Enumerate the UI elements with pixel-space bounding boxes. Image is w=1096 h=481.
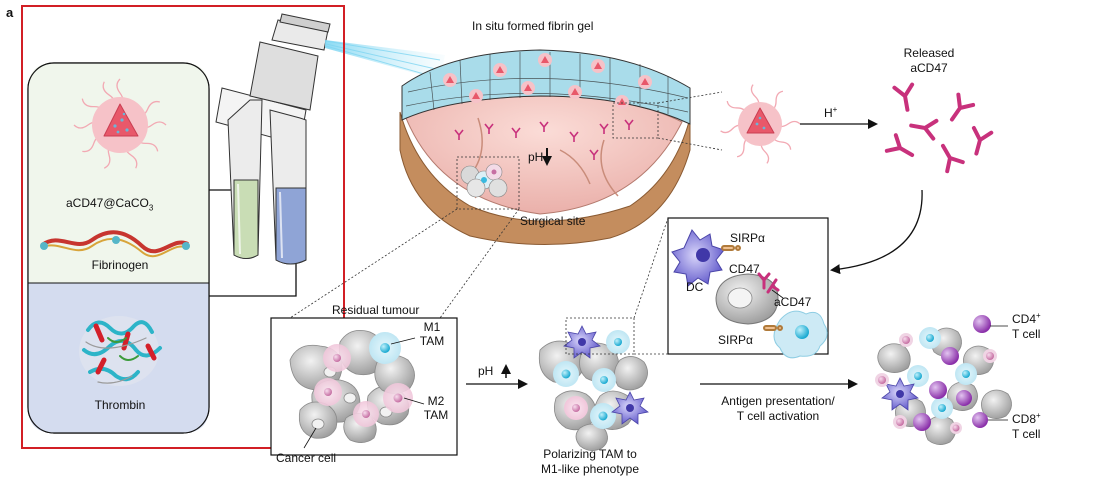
zoomed-particle	[720, 84, 801, 164]
dual-syringe	[215, 13, 331, 265]
cd8-tcell-label: T cell	[1012, 427, 1041, 441]
thrombin-molecule	[79, 316, 162, 386]
m2-label-2: TAM	[423, 408, 449, 422]
acd47-bound	[757, 272, 780, 294]
particle-label: aCD47@CaCO3	[66, 196, 154, 213]
cd8-label: CD8+	[1012, 411, 1041, 427]
residual-tumour-title: Residual tumour	[332, 303, 420, 317]
macrophage-interaction	[773, 310, 828, 359]
released-title-1: Released	[903, 46, 955, 60]
gel-particles	[443, 53, 652, 109]
dc-in-cluster	[881, 377, 919, 411]
released-title-2: aCD47	[910, 61, 948, 75]
dendritic-cell	[671, 229, 725, 287]
thrombin-label: Thrombin	[94, 398, 146, 412]
cancer-cell-interaction	[715, 273, 779, 325]
sirpa-receptor-bottom	[763, 325, 783, 331]
polarized-m1-cells	[553, 330, 630, 429]
t-cell-cluster	[875, 315, 1012, 445]
m2-label-1: M2	[427, 394, 445, 408]
m1-label-1: M1	[423, 320, 441, 334]
sirpa-top-label: SIRPα	[730, 231, 765, 245]
cancer-cell-label: Cancer cell	[276, 451, 337, 465]
polarized-dcs	[563, 325, 649, 425]
antigen-line-2: T cell activation	[736, 409, 820, 423]
acd47-label: aCD47	[774, 295, 812, 309]
released-antibodies-site	[454, 119, 634, 160]
polarize-zoom-box	[565, 317, 635, 355]
released-acd47-antibodies	[884, 82, 994, 174]
highlight-box	[21, 5, 345, 449]
ph-arrow-label: pH	[478, 364, 494, 378]
spray-beam	[325, 40, 445, 80]
m2-tam-cells	[314, 344, 413, 427]
panel-letter: a	[6, 5, 14, 20]
release-to-interaction-arrow	[830, 189, 923, 275]
cd4-t-cells	[875, 315, 997, 434]
cd4-label: CD4+	[1012, 311, 1041, 327]
fibrinogen-molecule	[40, 230, 190, 258]
fibrinogen-label: Fibrinogen	[91, 258, 149, 272]
m1-label-2: TAM	[419, 334, 445, 348]
proton-label: H+	[824, 105, 838, 121]
cd4-tcell-label: T cell	[1012, 327, 1041, 341]
antigen-line-1: Antigen presentation/	[721, 394, 835, 408]
fibrinogen-compartment	[28, 63, 209, 283]
sirpa-receptor-top	[721, 245, 741, 251]
polarize-line-1: Polarizing TAM to	[543, 447, 637, 461]
cd47-label: CD47	[729, 262, 760, 276]
polarize-line-2: M1-like phenotype	[540, 462, 640, 476]
m1-tam	[369, 332, 401, 364]
sirpa-bottom-label: SIRPα	[718, 333, 753, 347]
dc-label: DC	[686, 280, 704, 294]
acd47-caco3-particle	[73, 78, 167, 169]
site-zoom-box	[456, 156, 520, 210]
surgical-site-label: Surgical site	[520, 214, 586, 228]
site-ph-label: pH	[528, 150, 544, 164]
tumour-cluster-site	[460, 163, 508, 198]
gel-title: In situ formed fibrin gel	[472, 19, 594, 33]
